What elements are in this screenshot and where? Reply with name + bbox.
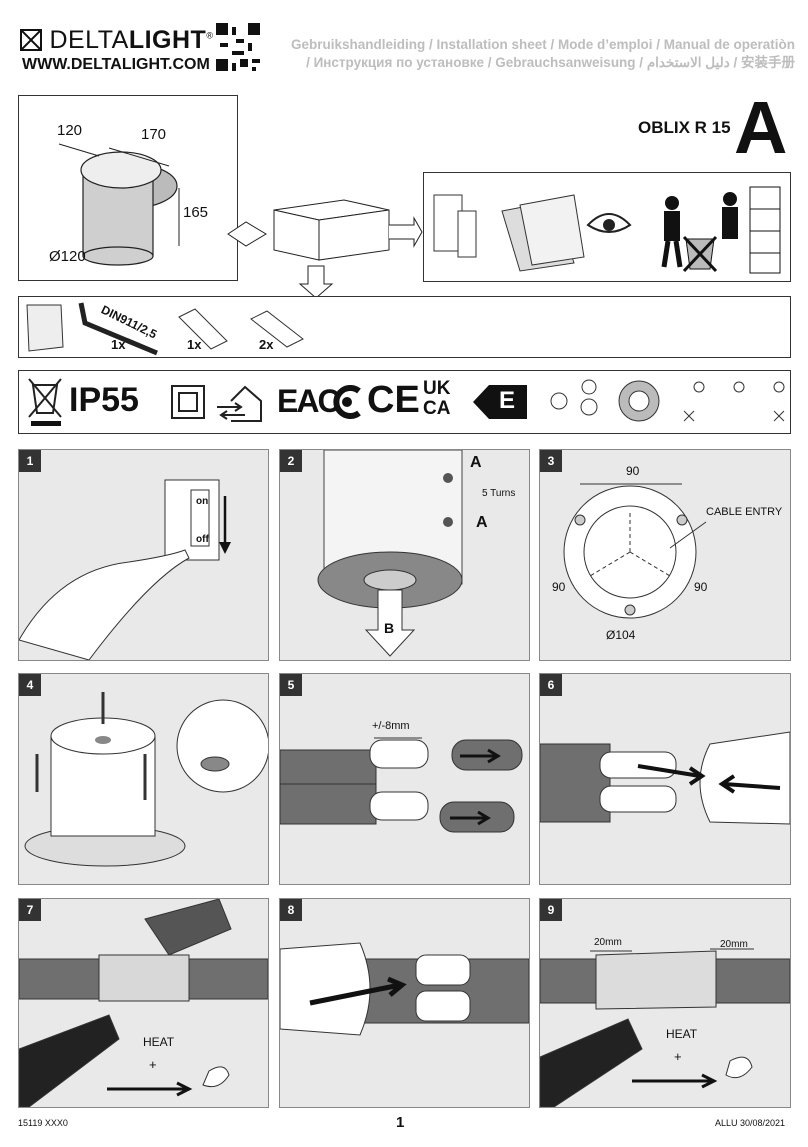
cable-entry-label: CABLE ENTRY	[706, 506, 783, 518]
arrow-left-icon	[227, 221, 267, 247]
dim-depth: 170	[141, 126, 167, 143]
step-number: 1	[19, 450, 41, 472]
step-2-panel: 2 A 5 Turns A B	[279, 449, 530, 661]
qty-tool: 1x	[111, 337, 126, 352]
qr-code-icon[interactable]	[216, 23, 260, 71]
dim-diameter: Ø104	[606, 628, 636, 642]
step-number: 3	[540, 450, 562, 472]
delta-logo-icon	[18, 29, 44, 51]
footer-date: ALLU 30/08/2021	[715, 1118, 786, 1128]
step-7-drawing	[18, 898, 269, 1108]
step-8-panel: 8	[279, 898, 530, 1108]
step-number: 4	[19, 674, 41, 696]
led-light-source-icons	[550, 379, 785, 422]
languages-list: Gebruikshandleiding / Installation sheet…	[275, 36, 795, 72]
step-3-drawing	[563, 483, 707, 619]
overlap-right-label: 20mm	[720, 939, 748, 950]
energy-class: E	[499, 387, 516, 414]
step-number: 9	[540, 899, 562, 921]
dim-diameter: Ø120	[49, 248, 86, 265]
eac-mark: EAC	[277, 383, 341, 419]
footer-code: 15119 XXX0	[18, 1118, 68, 1128]
rcm-mark	[333, 385, 361, 419]
ip-rating: IP55	[69, 381, 139, 419]
ce-mark: CE	[367, 379, 420, 421]
step-number: 6	[540, 674, 562, 696]
step-9-drawing	[539, 948, 791, 1108]
part-label-b: B	[384, 620, 395, 636]
plus-label: +	[149, 1057, 157, 1072]
overlap-left-label: 20mm	[594, 937, 622, 948]
dim-height: 165	[183, 204, 209, 221]
step-6-panel: 6	[539, 673, 791, 885]
dim-left: 90	[552, 580, 566, 594]
screw-label-a2: A	[476, 514, 488, 531]
step-1-drawing	[18, 479, 231, 661]
turns-label: 5 Turns	[482, 488, 516, 499]
switch-off-label: off	[196, 534, 209, 545]
switch-on-label: on	[196, 496, 209, 507]
model-variant: A	[734, 86, 788, 169]
indoor-outdoor-icon	[217, 385, 262, 422]
step-7-panel: 7 HEAT +	[18, 898, 269, 1108]
page-number: 1	[396, 1114, 405, 1131]
package-box-drawing	[227, 199, 423, 299]
step-4-panel: 4	[18, 673, 270, 885]
class-ii-icon	[171, 385, 205, 419]
contents-drawing	[26, 302, 304, 356]
fixture-drawing	[58, 143, 180, 266]
step-5-drawing	[279, 737, 523, 833]
website-url[interactable]: WWW.DELTALIGHT.COM	[22, 56, 210, 73]
product-dimension-box: 120 170 165 Ø120	[18, 95, 238, 281]
step-6-drawing	[539, 731, 791, 825]
step-number: 2	[280, 450, 302, 472]
brand-light: DELTA	[49, 26, 129, 54]
step-5-panel: 5 +/-8mm	[279, 673, 530, 885]
weee-bin-icon	[28, 378, 62, 426]
package-contents-strip: DIN911/2,5 1x 1x 2x	[18, 296, 791, 358]
energy-class-icon	[473, 385, 527, 419]
brand-registered: ®	[206, 30, 214, 41]
brand-logo: DELTALIGHT®	[18, 26, 214, 55]
qty-tube: 1x	[187, 337, 202, 352]
step-number: 5	[280, 674, 302, 696]
languages-line-2: / Инструкция по установке / Gebrauchsanw…	[306, 55, 795, 70]
documentation-drawing	[433, 186, 781, 274]
languages-line-1: Gebruikshandleiding / Installation sheet…	[290, 37, 795, 52]
brand-bold: LIGHT	[128, 26, 207, 54]
model-name: OBLIX R 15	[638, 118, 731, 137]
strip-length-label: +/-8mm	[372, 720, 410, 732]
step-8-drawing	[279, 942, 530, 1036]
qty-connector: 2x	[259, 337, 274, 352]
dim-width: 120	[57, 122, 83, 139]
screw-label-a: A	[470, 454, 482, 471]
step-4-drawing	[24, 692, 270, 867]
plus-label: +	[674, 1049, 682, 1064]
step-number: 7	[19, 899, 41, 921]
step-number: 8	[280, 899, 302, 921]
step-1-panel: 1 on off	[18, 449, 269, 661]
dim-right: 90	[694, 580, 708, 594]
heat-label: HEAT	[143, 1035, 175, 1049]
dim-top: 90	[626, 464, 640, 478]
heat-label: HEAT	[666, 1027, 698, 1041]
step-3-panel: 3 90 CABLE ENTRY 90 90 Ø104	[539, 449, 791, 661]
documentation-box	[423, 172, 791, 282]
step-2-drawing	[317, 449, 463, 657]
step-9-panel: 9 20mm 20mm HEAT +	[539, 898, 791, 1108]
